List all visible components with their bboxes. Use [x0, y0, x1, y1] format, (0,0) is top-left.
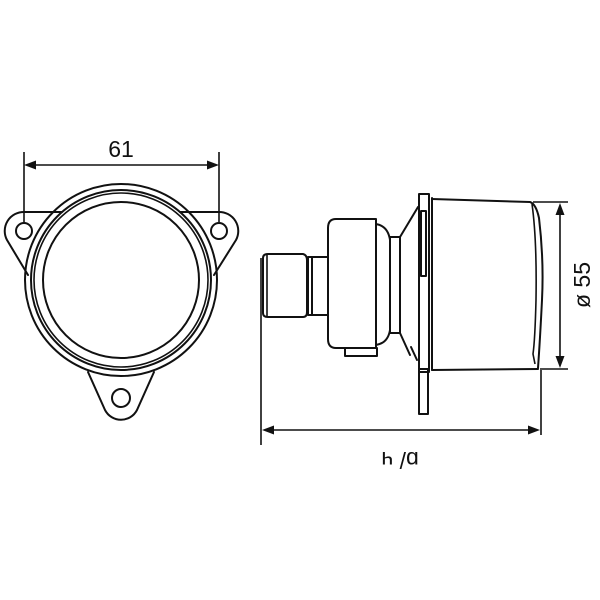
dimension-length: ɒ/ ч [260, 258, 542, 473]
side-flange [418, 193, 433, 415]
side-view: ø 55 ɒ/ ч [260, 193, 595, 473]
arrow-right-icon [528, 425, 540, 435]
lens [42, 201, 200, 359]
arrow-down-icon [555, 356, 565, 368]
mounting-hole-left [15, 222, 33, 240]
front-view: 61 [3, 136, 240, 421]
dimension-label-61: 61 [108, 136, 134, 162]
mounting-hole-right [210, 222, 228, 240]
arrow-left-icon [262, 425, 274, 435]
housing [327, 206, 419, 361]
lens-rings [24, 183, 218, 377]
arrow-left-icon [24, 160, 36, 170]
dimension-61: 61 [23, 136, 220, 222]
dimension-label-length: ɒ/ ч [381, 447, 419, 473]
arrow-up-icon [555, 203, 565, 215]
dimension-label-diameter: ø 55 [569, 262, 595, 308]
dimension-diameter: ø 55 [533, 201, 595, 370]
lens-housing [431, 198, 544, 371]
mounting-hole-bottom [111, 388, 131, 408]
arrow-right-icon [207, 160, 219, 170]
connector-plug [262, 253, 329, 318]
mounting-flange [3, 210, 240, 421]
